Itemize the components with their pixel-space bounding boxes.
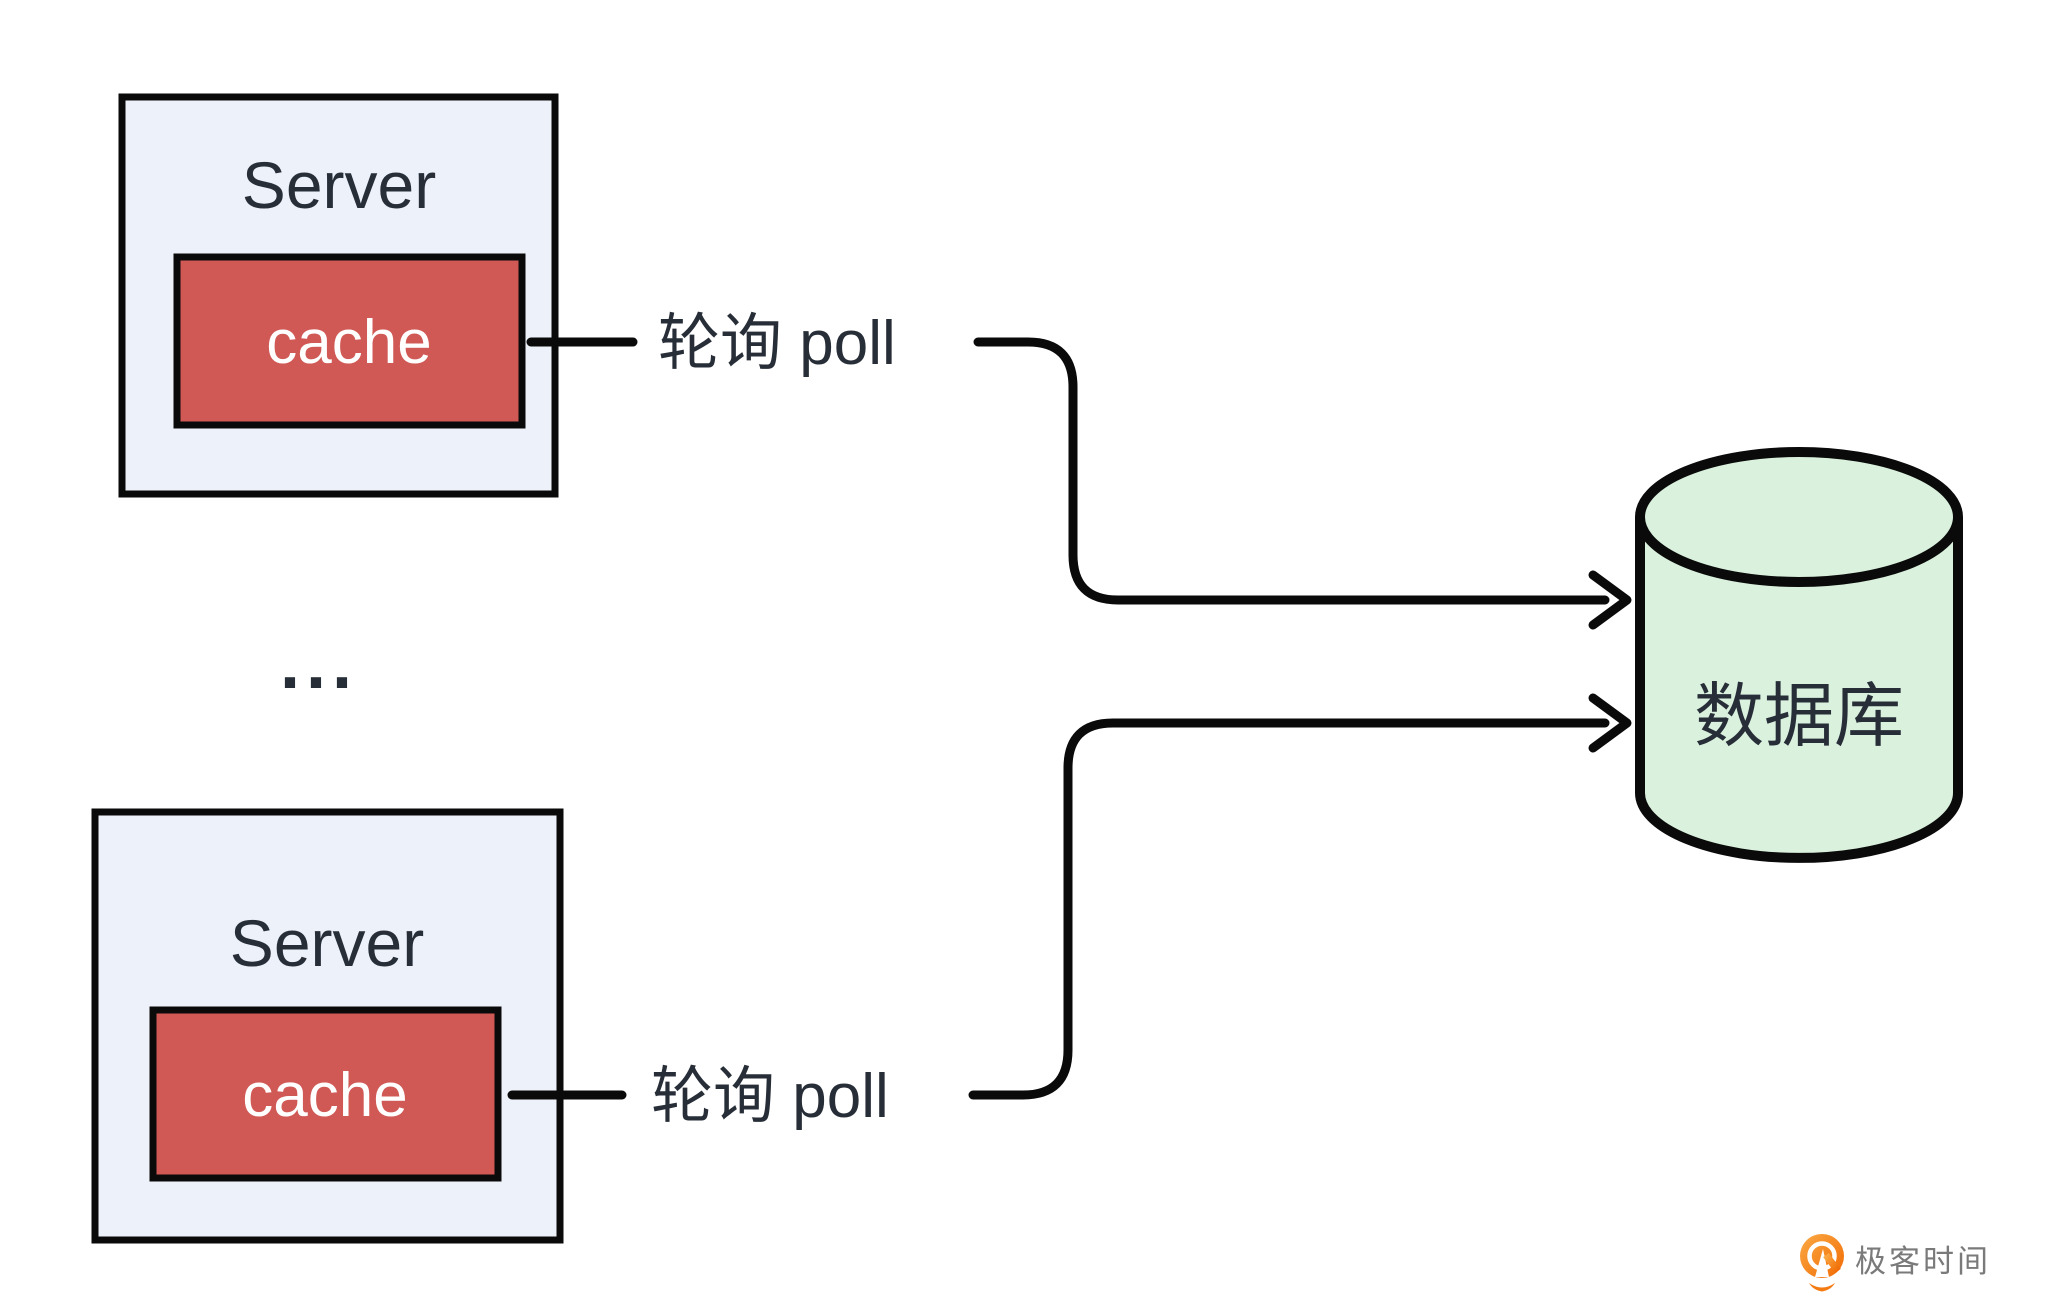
geektime-logo-icon xyxy=(1800,1234,1844,1292)
cache-box-2 xyxy=(149,1006,502,1182)
ellipsis-dots: ... xyxy=(280,624,358,704)
arrowhead-1 xyxy=(1588,570,1632,630)
poll-label-2: 轮询 poll xyxy=(651,1062,889,1131)
cache-label-2: cache xyxy=(242,1061,407,1130)
geektime-logo-text: 极客时间 xyxy=(1855,1244,1991,1279)
cache-label-1: cache xyxy=(266,308,431,377)
arrowhead-2 xyxy=(1588,693,1632,753)
cache-box-1 xyxy=(173,253,526,429)
database-cylinder-top xyxy=(1635,447,1963,587)
database-cylinder-body xyxy=(1635,517,1963,863)
geektime-logo: 极客时间 xyxy=(1800,1234,1991,1292)
poll-connection-1: 轮询 poll xyxy=(526,309,1632,630)
database-cylinder: 数据库 xyxy=(1635,447,1963,863)
database-label: 数据库 xyxy=(1694,677,1904,755)
poll-connection-2: 轮询 poll xyxy=(507,693,1632,1131)
server-node-2: Server cache xyxy=(91,808,564,1244)
poll-curve-2 xyxy=(968,718,1610,1100)
server-label-1: Server xyxy=(242,148,436,222)
poll-curve-1 xyxy=(973,337,1610,605)
poll-label-1: 轮询 poll xyxy=(658,309,896,378)
server-node-1: Server cache xyxy=(118,93,559,498)
server-label-2: Server xyxy=(230,906,424,980)
